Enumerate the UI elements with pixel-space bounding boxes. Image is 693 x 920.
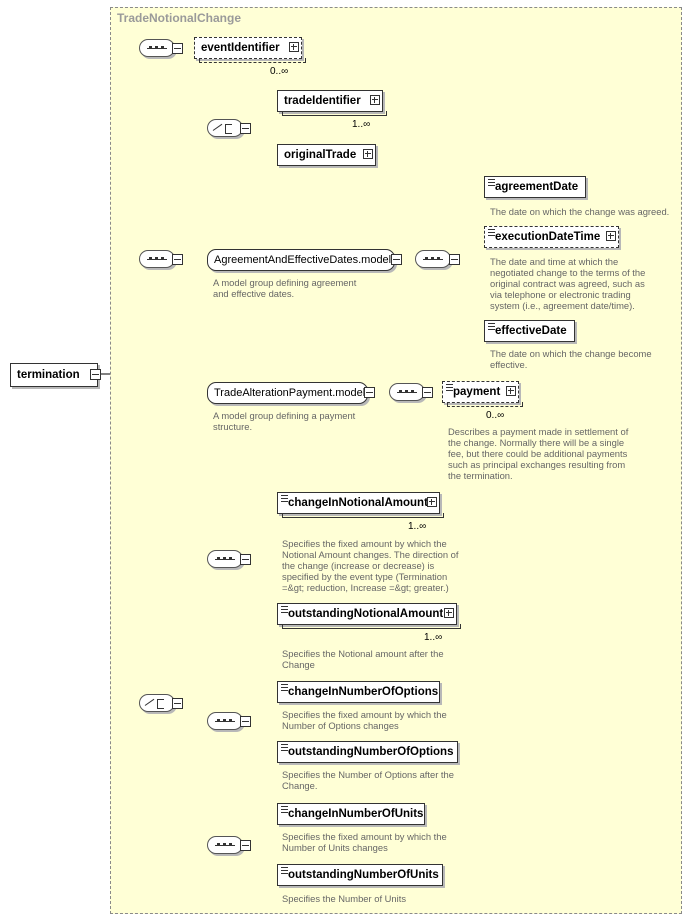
documentation-text: The date and time at which the negotiate… <box>490 256 646 311</box>
element-change-in-number-of-units[interactable]: changeInNumberOfUnits <box>277 803 425 825</box>
sequence-compositor-icon[interactable] <box>207 836 243 854</box>
group-agreement-and-effective-dates[interactable]: AgreementAndEffectiveDates.model <box>207 249 395 271</box>
expand-plus-icon[interactable] <box>444 608 454 618</box>
element-effective-date[interactable]: effectiveDate <box>484 320 575 342</box>
element-label: eventIdentifier <box>201 42 280 54</box>
sequence-compositor-icon[interactable] <box>207 550 243 568</box>
sequence-compositor-icon[interactable] <box>139 39 175 57</box>
group-label: TradeAlterationPayment.model <box>214 387 366 399</box>
choice-compositor-icon[interactable] <box>207 119 243 137</box>
collapse-minus-icon[interactable] <box>172 254 183 265</box>
collapse-minus-icon[interactable] <box>172 43 183 54</box>
documentation-lines-icon <box>488 323 495 330</box>
collapse-minus-icon[interactable] <box>240 840 251 851</box>
root-element-termination[interactable]: termination <box>10 363 98 387</box>
documentation-lines-icon <box>446 384 453 391</box>
documentation-text: The date on which the change was agreed. <box>490 206 670 217</box>
element-label: originalTrade <box>284 149 357 161</box>
element-label: changeInNumberOfUnits <box>288 808 424 820</box>
documentation-text: Specifies the fixed amount by which the … <box>282 538 459 593</box>
sequence-compositor-icon[interactable] <box>389 383 425 401</box>
element-outstanding-notional-amount[interactable]: outstandingNotionalAmount <box>277 603 461 629</box>
collapse-minus-icon[interactable] <box>422 387 433 398</box>
element-label: changeInNotionalAmount <box>288 497 428 509</box>
element-original-trade[interactable]: originalTrade <box>277 144 376 166</box>
cardinality-label: 1..∞ <box>352 119 371 130</box>
collapse-minus-icon[interactable] <box>240 716 251 727</box>
documentation-lines-icon <box>281 744 288 751</box>
collapse-minus-icon[interactable] <box>240 123 251 134</box>
documentation-lines-icon <box>281 684 288 691</box>
cardinality-label: 1..∞ <box>408 521 427 532</box>
documentation-lines-icon <box>281 867 288 874</box>
documentation-text: Specifies the Notional amount after the … <box>282 648 444 670</box>
documentation-lines-icon <box>488 229 495 236</box>
element-agreement-date[interactable]: agreementDate <box>484 176 586 198</box>
collapse-minus-icon[interactable] <box>391 254 402 265</box>
element-change-in-notional-amount[interactable]: changeInNotionalAmount <box>277 492 444 518</box>
element-label: outstandingNumberOfOptions <box>288 746 454 758</box>
documentation-lines-icon <box>281 495 288 502</box>
sequence-compositor-icon[interactable] <box>415 250 451 268</box>
cardinality-label: 0..∞ <box>270 66 289 77</box>
group-label: AgreementAndEffectiveDates.model <box>214 254 392 266</box>
choice-compositor-icon[interactable] <box>139 694 175 712</box>
documentation-lines-icon <box>281 606 288 613</box>
documentation-text: A model group defining a payment structu… <box>213 410 356 432</box>
sequence-compositor-icon[interactable] <box>207 712 243 730</box>
cardinality-label: 1..∞ <box>424 632 443 643</box>
element-label: agreementDate <box>495 181 579 193</box>
collapse-minus-icon[interactable] <box>449 254 460 265</box>
documentation-text: A model group defining agreement and eff… <box>213 277 357 299</box>
element-label: payment <box>453 386 501 398</box>
element-outstanding-number-of-options[interactable]: outstandingNumberOfOptions <box>277 741 458 763</box>
expand-plus-icon[interactable] <box>289 42 299 52</box>
expand-plus-icon[interactable] <box>427 497 437 507</box>
element-execution-date-time[interactable]: executionDateTime <box>484 226 619 248</box>
element-label: outstandingNumberOfUnits <box>288 869 439 881</box>
element-label: changeInNumberOfOptions <box>288 686 439 698</box>
documentation-text: Describes a payment made in settlement o… <box>448 426 629 481</box>
documentation-text: Specifies the Number of Units <box>282 893 407 904</box>
documentation-text: Specifies the Number of Options after th… <box>282 769 454 791</box>
sequence-compositor-icon[interactable] <box>139 250 175 268</box>
expand-plus-icon[interactable] <box>370 95 380 105</box>
element-label: executionDateTime <box>495 231 601 243</box>
group-title: TradeNotionalChange <box>117 11 242 25</box>
root-label: termination <box>17 369 80 381</box>
expand-plus-icon[interactable] <box>506 386 516 396</box>
documentation-lines-icon <box>488 179 495 186</box>
expand-plus-icon[interactable] <box>363 149 373 159</box>
documentation-text: The date on which the change become effe… <box>490 348 652 370</box>
element-outstanding-number-of-units[interactable]: outstandingNumberOfUnits <box>277 864 443 886</box>
element-change-in-number-of-options[interactable]: changeInNumberOfOptions <box>277 681 440 703</box>
documentation-text: Specifies the fixed amount by which the … <box>282 709 447 731</box>
collapse-minus-icon[interactable] <box>240 554 251 565</box>
group-trade-alteration-payment[interactable]: TradeAlterationPayment.model <box>207 382 368 404</box>
documentation-lines-icon <box>281 806 288 813</box>
expand-plus-icon[interactable] <box>606 231 616 241</box>
collapse-minus-icon[interactable] <box>90 369 101 380</box>
collapse-minus-icon[interactable] <box>364 387 375 398</box>
element-trade-identifier[interactable]: tradeIdentifier <box>277 90 387 116</box>
element-label: effectiveDate <box>495 325 567 337</box>
element-event-identifier[interactable]: eventIdentifier <box>194 37 306 63</box>
element-payment[interactable]: payment <box>442 381 523 407</box>
documentation-text: Specifies the fixed amount by which the … <box>282 831 447 853</box>
collapse-minus-icon[interactable] <box>172 698 183 709</box>
cardinality-label: 0..∞ <box>486 410 505 421</box>
element-label: outstandingNotionalAmount <box>288 608 444 620</box>
element-label: tradeIdentifier <box>284 95 361 107</box>
